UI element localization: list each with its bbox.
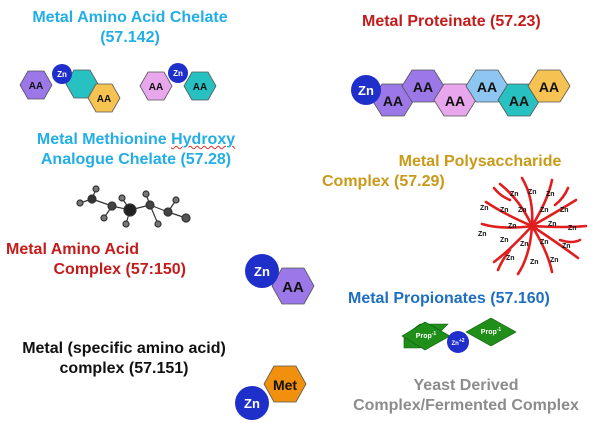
yeast-code: Complex/Fermented Complex <box>353 397 579 414</box>
svg-text:Zn: Zn <box>520 241 529 248</box>
aa-hex <box>183 71 217 101</box>
aa-hex <box>271 267 315 305</box>
zinc-atom <box>245 254 279 288</box>
specific-label: Metal (specific amino acid) complex (57.… <box>8 339 240 379</box>
yeast-title: Yeast Derived <box>413 377 519 394</box>
svg-text:Zn: Zn <box>506 255 515 262</box>
prop-diamond-left <box>403 323 449 349</box>
aa-hex <box>139 71 173 101</box>
amino-acid-complex-label: Metal Amino Acid Complex (57:150) <box>6 240 186 280</box>
prop-diamond-right-shape <box>465 317 517 347</box>
polysaccharide-code: Complex (57.29) <box>322 173 445 190</box>
chelate-molecule-1: AA AA Zn <box>19 64 121 113</box>
propionate-molecule: Prop-1 Prop-1 Zn+2 <box>401 317 517 353</box>
propionates-title: Metal Propionates (57.160) <box>348 290 550 307</box>
svg-text:Zn: Zn <box>540 207 549 214</box>
amino-acid-complex-molecule: AA Zn <box>245 254 315 305</box>
svg-text:Zn: Zn <box>550 257 559 264</box>
yeast-label: Yeast Derived Complex/Fermented Complex <box>336 376 596 416</box>
polysaccharide-complex <box>480 176 588 276</box>
propionates-label: Metal Propionates (57.160) <box>348 289 550 309</box>
aa-hex <box>527 69 571 103</box>
svg-text:Zn: Zn <box>562 243 571 250</box>
aa-hex <box>19 70 53 100</box>
aa-label: AA <box>477 79 497 95</box>
zinc-atom <box>52 64 72 84</box>
zn-label: Zn <box>173 69 183 78</box>
zn-met-molecule: Met Zn <box>235 365 307 420</box>
prop-diamond-left-shape <box>401 321 451 351</box>
aa-label: AA <box>97 94 111 105</box>
svg-text:Zn: Zn <box>500 237 509 244</box>
proteinate-chain: AA AA AA AA AA AA Zn <box>351 69 571 117</box>
aa-label: AA <box>413 79 433 95</box>
zn-label: Zn+2 <box>451 338 464 347</box>
polysaccharide-title: Metal Polysaccharide <box>398 153 562 170</box>
prop-label: Prop-1 <box>481 327 502 336</box>
svg-text:Zn: Zn <box>508 223 517 230</box>
svg-text:Zn: Zn <box>560 207 569 214</box>
aa-label: AA <box>29 81 43 92</box>
zinc-atom <box>168 63 188 83</box>
methionine-hydroxy-word: Hydroxy <box>171 131 236 148</box>
specific-title: Metal (specific amino acid) <box>22 340 226 357</box>
aa-label: AA <box>509 93 529 109</box>
chelate-molecule-2: AA AA Zn <box>139 63 217 101</box>
amino-acid-chelate-label: Metal Amino Acid Chelate (57.142) <box>10 8 250 48</box>
svg-text:Zn: Zn <box>548 221 557 228</box>
svg-text:Zn: Zn <box>530 259 539 266</box>
aa-label: AA <box>539 79 559 95</box>
svg-text:Zn: Zn <box>480 205 489 212</box>
proteinate-label: Metal Proteinate (57.23) <box>362 12 541 32</box>
methionine-code: Analogue Chelate (57.28) <box>40 151 232 168</box>
zinc-atom <box>351 75 381 105</box>
zn-label: Zn <box>254 264 270 279</box>
aa-hex <box>87 83 121 113</box>
amino-acid-complex-code: Complex (57:150) <box>53 261 187 278</box>
polysaccharide-zn-labels: Zn Zn Zn Zn Zn Zn Zn Zn Zn Zn Zn Zn Zn Z… <box>478 189 577 266</box>
svg-text:Zn: Zn <box>518 207 527 214</box>
specific-code: complex (57.151) <box>59 360 189 377</box>
aa-hex <box>433 83 477 117</box>
zinc-atom <box>235 386 269 420</box>
proteinate-title: Metal Proteinate (57.23) <box>362 13 541 30</box>
zinc-atom <box>447 331 469 353</box>
aa-label: AA <box>149 82 163 93</box>
met-label: Met <box>273 377 297 393</box>
aa-hex <box>401 69 445 103</box>
zn-label: Zn <box>57 70 67 79</box>
methionine-ball-stick-model <box>76 185 191 228</box>
aa-label: AA <box>193 82 207 93</box>
prop-label: Prop-1 <box>416 331 437 340</box>
aa-hex <box>65 69 99 99</box>
amino-acid-complex-title: Metal Amino Acid <box>6 241 140 258</box>
aa-hex <box>497 83 541 117</box>
aa-hex <box>465 69 509 103</box>
aa-label: AA <box>383 93 403 109</box>
zn-label: Zn <box>358 83 374 98</box>
svg-text:Zn: Zn <box>546 191 555 198</box>
amino-acid-chelate-title: Metal Amino Acid Chelate <box>32 9 228 26</box>
aa-hex <box>371 83 415 117</box>
met-hex <box>263 365 307 403</box>
svg-text:Zn: Zn <box>510 191 519 198</box>
svg-text:Zn: Zn <box>568 225 577 232</box>
polysaccharide-label: Metal Polysaccharide Complex (57.29) <box>322 152 592 192</box>
zn-label: Zn <box>244 396 260 411</box>
svg-text:Zn: Zn <box>540 239 549 246</box>
aa-label: AA <box>282 279 304 296</box>
amino-acid-chelate-code: (57.142) <box>100 29 160 46</box>
methionine-label: Metal Methionine Hydroxy Analogue Chelat… <box>8 130 264 170</box>
svg-text:Zn: Zn <box>500 207 509 214</box>
aa-label: AA <box>445 93 465 109</box>
svg-text:Zn: Zn <box>478 231 487 238</box>
methionine-title: Metal Methionine Hydroxy <box>36 131 236 148</box>
